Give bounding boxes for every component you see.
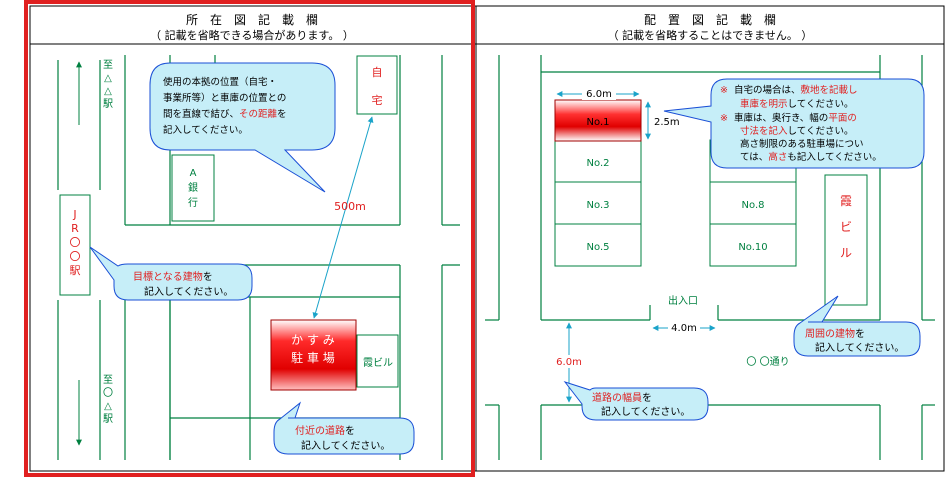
svg-text:〇: 〇	[70, 250, 81, 263]
callout-landmark: 目標となる建物を 記入してください。	[89, 246, 253, 301]
parking-label-line2: 駐 車 場	[291, 350, 335, 365]
right-panel-subtitle: （ 記載を省略することはできません。 ）	[608, 28, 813, 42]
bank-label: A 銀 行	[188, 168, 198, 209]
svg-text:記入してください。: 記入してください。	[601, 405, 690, 418]
svg-text:ては、高さも記入してください。: ては、高さも記入してください。	[740, 151, 882, 163]
svg-text:事業所等）と車庫の位置との: 事業所等）と車庫の位置との	[163, 92, 286, 104]
slot-label: No.5	[587, 242, 610, 253]
svg-text:※車庫は、奥行き、幅の平面の: ※車庫は、奥行き、幅の平面の	[720, 112, 857, 124]
home-label: 自 宅	[372, 66, 383, 107]
home-building	[356, 55, 398, 115]
svg-text:※自宅の場合は、敷地を記載し: ※自宅の場合は、敷地を記載し	[720, 84, 858, 96]
svg-text:行: 行	[188, 196, 198, 209]
svg-text:目標となる建物を: 目標となる建物を	[133, 270, 213, 283]
kasumi-building-right-label: 霞 ビ ル	[840, 194, 852, 260]
svg-text:自: 自	[372, 66, 383, 79]
svg-text:寸法を記入してください。: 寸法を記入してください。	[740, 125, 853, 137]
jr-station-box	[59, 194, 91, 296]
road-width-label: 6.0m	[556, 357, 582, 368]
svg-text:至: 至	[103, 59, 113, 71]
svg-text:J: J	[72, 208, 76, 221]
slot-label: No.3	[587, 200, 610, 211]
svg-text:霞: 霞	[840, 194, 852, 208]
parking-label-line1: か す み	[291, 333, 335, 347]
width-dimension-label: 6.0m	[586, 89, 612, 100]
slot-label: No.10	[738, 242, 767, 253]
depth-dimension-label: 2.5m	[654, 117, 680, 128]
svg-text:駅: 駅	[70, 264, 81, 277]
slot-label: No.1	[587, 117, 610, 128]
kasumi-building	[356, 334, 399, 388]
kasumi-building-right	[824, 174, 868, 306]
svg-text:記入してください。: 記入してください。	[815, 341, 904, 354]
svg-text:付近の道路を: 付近の道路を	[295, 424, 355, 437]
svg-text:周囲の建物を: 周囲の建物を	[805, 327, 865, 340]
svg-text:駅: 駅	[103, 413, 113, 425]
svg-text:車庫を明示してください。: 車庫を明示してください。	[740, 98, 853, 110]
jr-station-label: J R 〇 〇 駅	[70, 208, 81, 277]
parking-slots-left	[554, 140, 642, 267]
kasumi-parking	[270, 319, 357, 391]
svg-text:〇: 〇	[103, 387, 113, 399]
svg-text:銀: 銀	[188, 181, 198, 194]
street-label: 〇 〇通り	[746, 356, 789, 368]
distance-line	[312, 116, 374, 319]
svg-text:△: △	[104, 86, 112, 97]
svg-text:△: △	[104, 401, 112, 412]
left-panel-subtitle: （ 記載を省略できる場合があります。 ）	[150, 28, 354, 42]
svg-text:記入してください。: 記入してください。	[144, 285, 233, 298]
slot-label: No.8	[742, 200, 765, 211]
entrance-dimension-label: 4.0m	[671, 323, 697, 334]
entrance-label: 出入口	[668, 294, 698, 307]
svg-text:道路の幅員を: 道路の幅員を	[592, 391, 652, 404]
svg-text:記入してください。: 記入してください。	[301, 439, 390, 452]
left-panel-title: 所 在 図 記 載 欄	[186, 12, 318, 27]
callout-road: 付近の道路を 記入してください。	[273, 401, 415, 455]
svg-text:記入してください。: 記入してください。	[163, 124, 248, 136]
callout-distance: 使用の本拠の位置（自宅・ 事業所等）と車庫の位置との 間を直線で結び、その距離を…	[149, 62, 336, 193]
left-panel-highlight	[24, 0, 475, 477]
callout-home-instructions: ※自宅の場合は、敷地を記載し 車庫を明示してください。 ※車庫は、奥行き、幅の平…	[663, 78, 925, 169]
station-top-label: 至 △ △ 駅	[103, 59, 113, 110]
kasumi-building-label: 霞ビル	[363, 357, 393, 369]
svg-text:宅: 宅	[372, 93, 383, 107]
callout-surrounding-buildings: 周囲の建物を 記入してください。	[793, 295, 921, 357]
slot-label: No.2	[587, 158, 610, 169]
distance-label: 500m	[334, 200, 366, 213]
svg-text:使用の本拠の位置（自宅・: 使用の本拠の位置（自宅・	[163, 76, 277, 88]
svg-text:〇: 〇	[70, 236, 81, 249]
station-bottom-label: 至 〇 △ 駅	[103, 374, 113, 425]
svg-text:至: 至	[103, 374, 113, 386]
frame	[29, 5, 945, 472]
width-dimension-bg	[582, 87, 616, 100]
callout-road-width: 道路の幅員を 記入してください。	[563, 381, 709, 421]
svg-text:ル: ル	[840, 246, 852, 260]
entrance-dimension-bg	[668, 321, 700, 334]
svg-text:駅: 駅	[103, 98, 113, 110]
svg-text:R: R	[71, 222, 79, 235]
svg-text:高さ制限のある駐車場につい: 高さ制限のある駐車場につい	[740, 138, 864, 150]
svg-text:ビ: ビ	[840, 220, 852, 234]
road-width-dimension-bg	[553, 355, 585, 368]
svg-text:A: A	[190, 168, 197, 179]
svg-text:間を直線で結び、その距離を: 間を直線で結び、その距離を	[163, 108, 287, 120]
parking-slot-no1	[554, 99, 642, 142]
bank-building	[171, 154, 215, 222]
right-panel-title: 配 置 図 記 載 欄	[644, 12, 776, 27]
svg-text:△: △	[104, 73, 112, 84]
